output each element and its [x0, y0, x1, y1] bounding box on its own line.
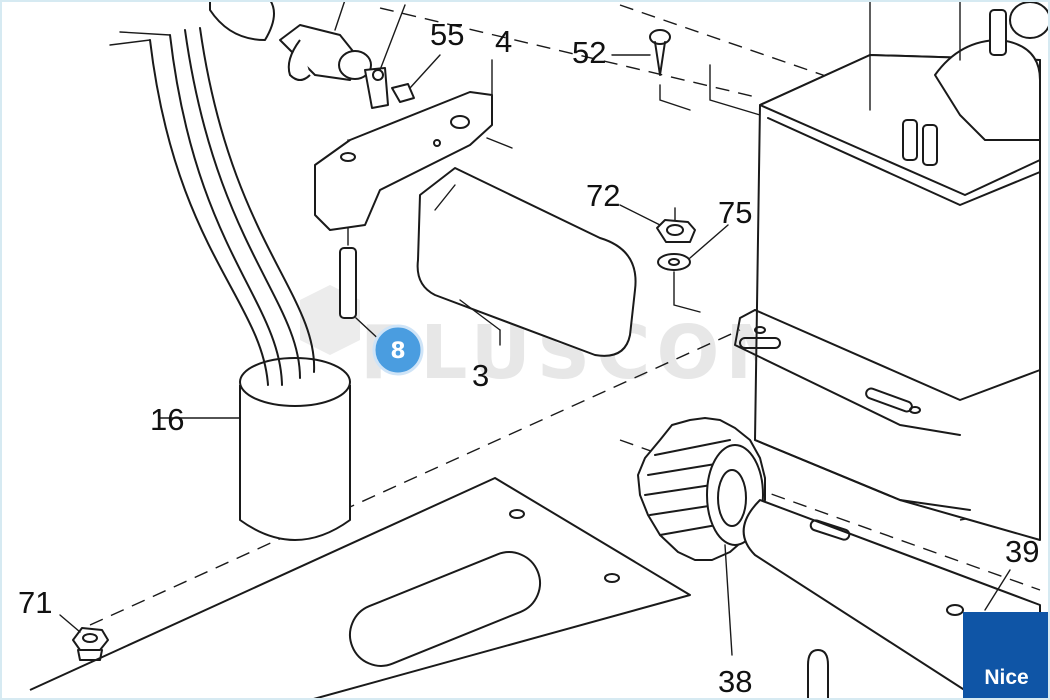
label-71: 71	[18, 585, 52, 620]
label-52: 52	[572, 35, 606, 70]
key-lock-55	[209, 0, 441, 109]
marker-badge-number: 8	[390, 339, 405, 364]
part-labels: 55 4 52 72 75 3 16 71 38 39	[18, 17, 1039, 699]
brand-logo-text: Nice	[984, 666, 1029, 689]
base-plate	[29, 477, 691, 700]
marker-badge: 8	[372, 324, 424, 376]
nut-71	[59, 614, 109, 661]
label-55: 55	[430, 17, 464, 52]
bracket-4	[314, 59, 513, 231]
cover-3	[416, 167, 637, 357]
label-16: 16	[150, 402, 184, 437]
nut-72	[619, 204, 696, 243]
watermark: PLUSCOM	[300, 285, 799, 396]
capacitor-16	[109, 27, 351, 541]
label-39: 39	[1005, 534, 1039, 569]
label-38: 38	[718, 664, 752, 699]
screw-52	[611, 29, 761, 116]
brand-logo: Nice	[963, 612, 1050, 700]
label-75: 75	[718, 195, 752, 230]
label-3: 3	[472, 358, 489, 393]
label-4: 4	[495, 24, 512, 59]
label-72: 72	[586, 178, 620, 213]
motor-housing	[734, 0, 1050, 541]
washer-75	[657, 224, 729, 313]
